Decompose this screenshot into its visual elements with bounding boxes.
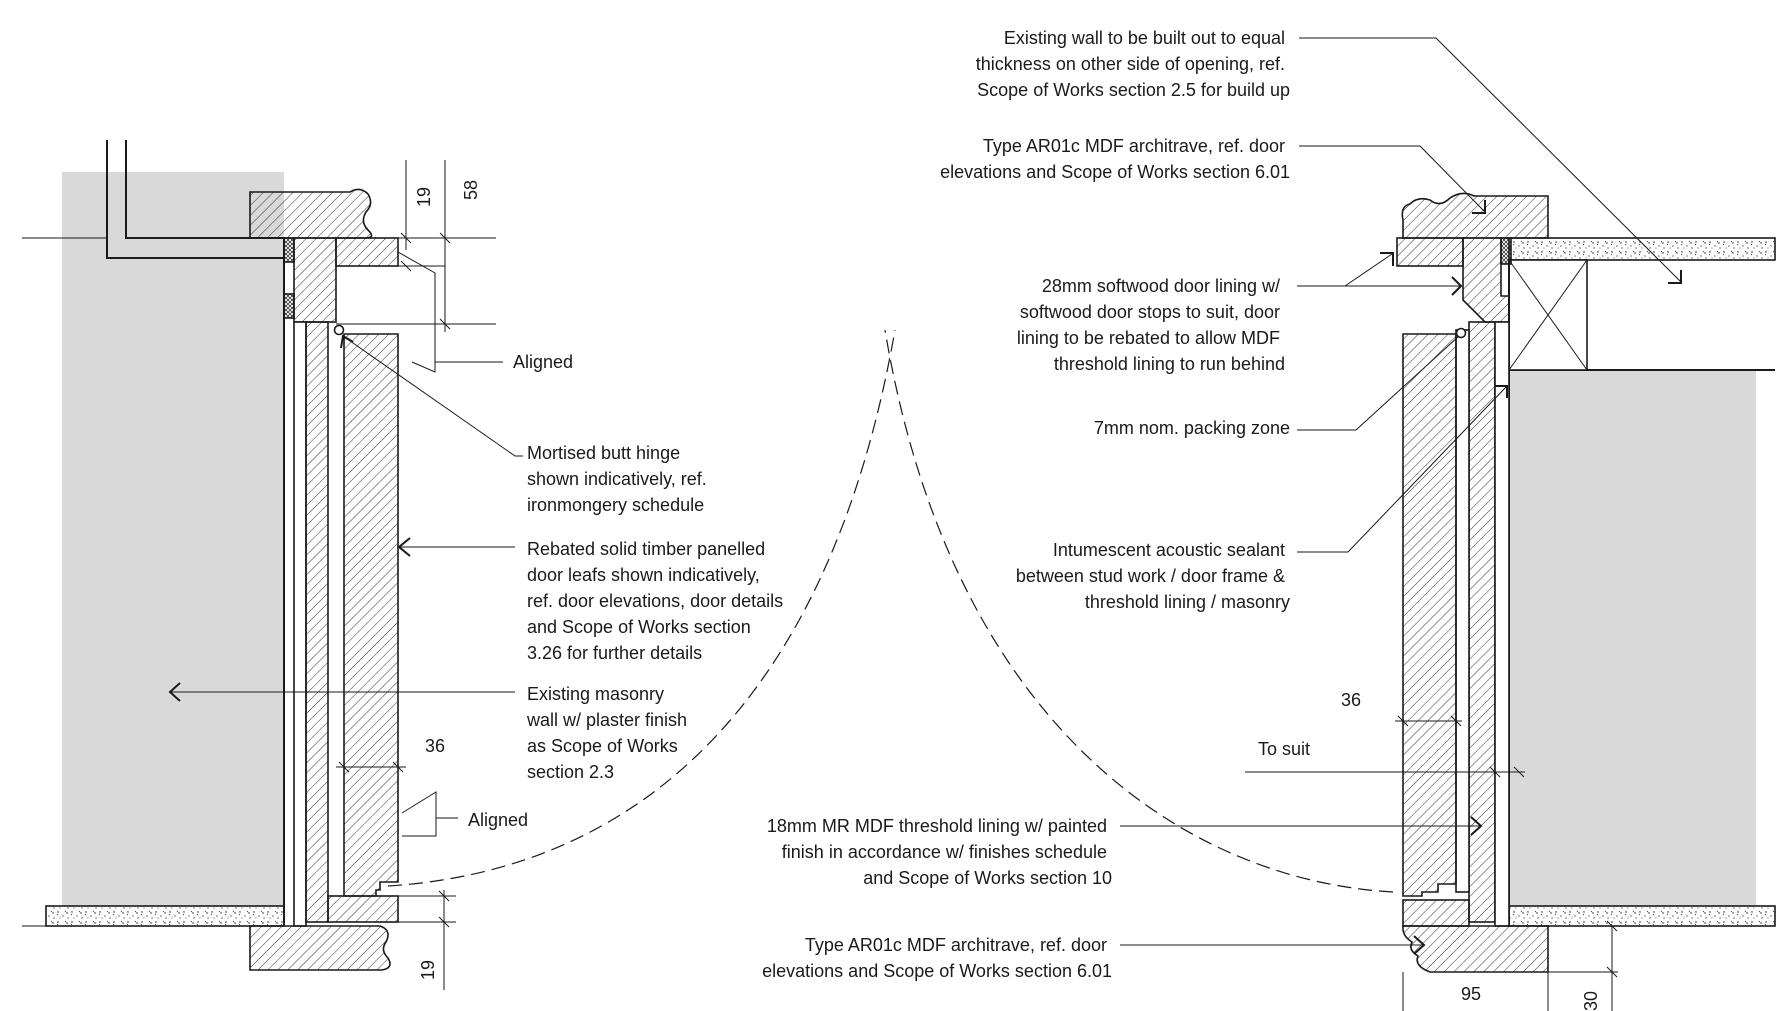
label-aligned-top: Aligned (513, 352, 573, 372)
right-packing-top (1500, 237, 1512, 265)
label-existing-wall: Existing wall to be built out to equal t… (976, 28, 1290, 100)
label-hinge: Mortised butt hinge shown indicatively, … (527, 443, 712, 515)
label-aligned-bottom: Aligned (468, 810, 528, 830)
right-inner-strip (1455, 329, 1470, 893)
left-masonry-wall (62, 172, 284, 909)
label-to-suit: To suit (1258, 739, 1310, 759)
right-hinge (1455, 327, 1467, 339)
left-bottom-plaster (45, 905, 285, 927)
dim-58: 58 (461, 180, 481, 200)
label-architrave-bottom: Type AR01c MDF architrave, ref. door ele… (762, 935, 1112, 981)
left-door-leaf (343, 333, 399, 897)
label-masonry: Existing masonry wall w/ plaster finish … (526, 684, 692, 782)
right-stop-bottom (1402, 899, 1470, 927)
left-hinge (333, 324, 345, 336)
right-jamb-detail (1120, 37, 1776, 1011)
label-architrave-top: Type AR01c MDF architrave, ref. door ele… (940, 136, 1290, 182)
left-threshold-lining (293, 321, 307, 927)
left-stop-top (335, 237, 399, 267)
label-threshold-lining: 18mm MR MDF threshold lining w/ painted … (767, 816, 1112, 888)
right-bottom-plaster (1508, 905, 1776, 927)
left-packing-top (283, 237, 295, 263)
dim-19-bottom: 19 (418, 960, 438, 980)
right-door-lining-head (1462, 237, 1510, 323)
left-door-swing (387, 329, 896, 887)
dim-30: 30 (1581, 991, 1601, 1011)
right-door-leaf (1402, 333, 1457, 897)
left-door-lining (305, 321, 329, 923)
right-threshold-lining (1494, 321, 1510, 927)
dim-19-top: 19 (414, 187, 434, 207)
dim-95: 95 (1461, 984, 1481, 1004)
label-packing: 7mm nom. packing zone (1094, 418, 1290, 438)
left-stop-bottom (327, 895, 399, 923)
right-architrave-bottom (1402, 925, 1549, 973)
label-door-leafs: Rebated solid timber panelled door leafs… (527, 539, 788, 663)
right-architrave-top (1401, 192, 1549, 239)
label-sealant: Intumescent acoustic sealant between stu… (1016, 540, 1290, 612)
right-door-swing (884, 329, 1394, 893)
label-door-lining: 28mm softwood door lining w/ softwood do… (1017, 276, 1285, 374)
left-jamb-detail (22, 140, 523, 990)
dim-36-right: 36 (1341, 690, 1361, 710)
left-architrave-top (249, 188, 373, 239)
dim-36-left: 36 (425, 736, 445, 756)
right-door-lining (1468, 321, 1496, 923)
right-top-plaster (1508, 237, 1776, 261)
right-stop-top (1396, 237, 1464, 267)
left-packing-mid (283, 293, 295, 319)
left-door-lining-head (293, 237, 337, 323)
right-masonry-wall (1509, 370, 1756, 910)
left-architrave-bottom (249, 925, 391, 971)
